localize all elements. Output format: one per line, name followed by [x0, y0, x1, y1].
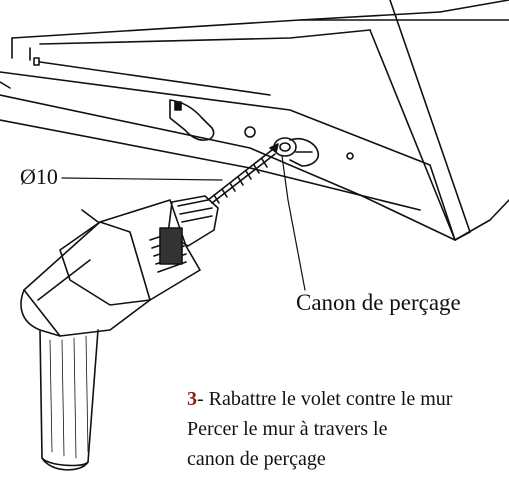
diameter-label: Ø10 [20, 164, 58, 189]
instruction-text: 3- Rabattre le volet contre le mur Perce… [187, 384, 509, 474]
hinge-icon [169, 99, 354, 160]
drill-icon [20, 195, 219, 471]
instruction-line-2: Percer le mur à travers le [187, 418, 388, 440]
shutter-frame-icon [0, 0, 509, 241]
drill-bit-icon [207, 143, 279, 204]
canon-label: Canon de perçage [296, 290, 461, 315]
step-number: 3 [187, 388, 197, 410]
canon-icon [273, 137, 320, 167]
instruction-line-3: canon de perçage [187, 448, 326, 470]
canon-leader [281, 155, 306, 291]
instruction-line-1-text: - Rabattre le volet contre le mur [197, 388, 453, 410]
instruction-line-1: 3- Rabattre le volet contre le mur [187, 384, 509, 414]
diameter-leader [61, 177, 223, 181]
